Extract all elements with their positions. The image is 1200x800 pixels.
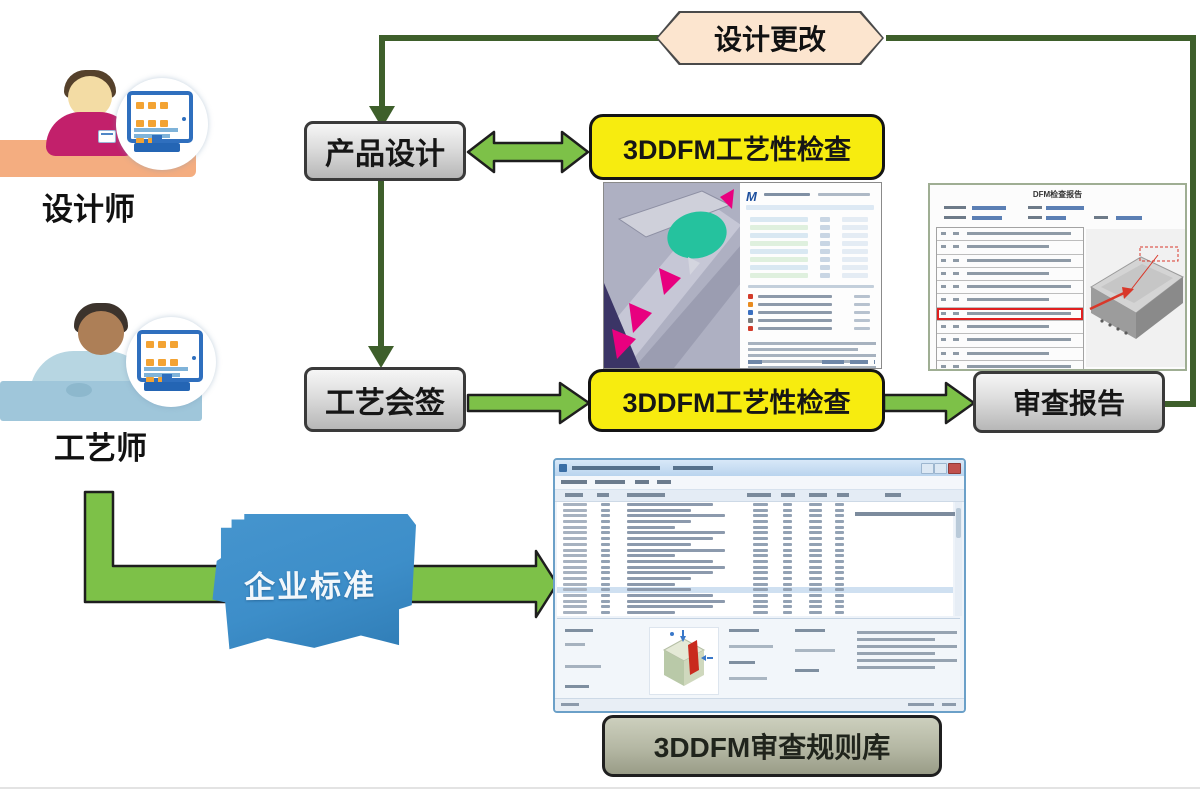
maximize-button: [934, 463, 947, 474]
node-product-design: 产品设计: [304, 121, 466, 181]
rule-library-app-window: [553, 458, 966, 713]
report-table-row: [937, 255, 1083, 268]
cad-dialog-panel: M: [740, 183, 881, 368]
report-title: DFM检查报告: [1032, 190, 1083, 199]
table-column-headers: [555, 490, 964, 502]
report-table-row: [937, 228, 1083, 242]
cad-3d-model: [604, 183, 741, 368]
rule-table-row: [557, 604, 953, 610]
dialog-buttons: [748, 360, 875, 364]
rule-table-row: [557, 570, 953, 576]
node-rule-library: 3DDFM审查规则库: [602, 715, 942, 777]
node-rule-library-label: 3DDFM审查规则库: [653, 732, 891, 763]
vendor-logo: M: [746, 189, 757, 204]
enterprise-standard-label: 企业标准: [243, 567, 377, 605]
arrow-check-to-report: [882, 381, 976, 425]
dialog-result-rows: [750, 217, 874, 281]
rule-table-row: [557, 536, 953, 542]
report-3d-view: [1086, 229, 1185, 367]
node-dfm-check-process: 3DDFM工艺性检查: [588, 369, 885, 432]
rule-table-row: [557, 593, 953, 599]
rule-preview-cube: [649, 627, 719, 695]
rule-table-row: [557, 565, 953, 571]
node-review-report-label: 审查报告: [1012, 388, 1125, 419]
monitor-screen: [137, 330, 203, 384]
engineer-computer-icon: [126, 317, 216, 407]
report-annotation-arrow: [1122, 287, 1134, 299]
rule-table-row: [557, 513, 953, 519]
report-table-row: [937, 334, 1083, 348]
design-change-banner: 设计更改: [656, 11, 884, 65]
rule-table-rows: [557, 502, 953, 616]
dfm-report-screenshot: DFM检查报告: [928, 183, 1187, 371]
designer-illustration: 设计师: [0, 68, 215, 227]
report-table-row: [937, 361, 1083, 369]
report-table-row: [937, 268, 1083, 282]
app-menu-bar: [555, 476, 964, 490]
node-product-design-label: 产品设计: [325, 138, 445, 171]
designer-head: [68, 76, 112, 118]
rule-table-row: [557, 525, 953, 531]
design-change-label: 设计更改: [658, 13, 882, 63]
node-dfm-check-design: 3DDFM工艺性检查: [589, 114, 885, 180]
node-process-countersign-label: 工艺会签: [325, 386, 445, 420]
arrow-countersign-to-check: [466, 381, 591, 425]
report-header-fields: [944, 203, 1172, 223]
engineer-hands: [66, 383, 92, 397]
rule-table-row: [557, 542, 953, 548]
report-table-row: [937, 321, 1083, 335]
rule-description-lines: [857, 627, 957, 673]
report-table-row: [937, 281, 1083, 295]
engineer-label: 工艺师: [54, 431, 147, 466]
app-status-bar: [555, 698, 964, 711]
rule-table-row: [557, 599, 953, 605]
app-icon: [559, 464, 567, 472]
report-table-row: [937, 308, 1083, 322]
engineer-illustration: 工艺师: [0, 303, 220, 466]
rule-table-row: [557, 508, 953, 514]
rule-table-row: [557, 530, 953, 536]
report-highlight-region: [1139, 246, 1179, 262]
node-dfm-check-process-label: 3DDFM工艺性检查: [622, 388, 851, 418]
rule-table-row: [557, 502, 953, 508]
node-review-report: 审查报告: [973, 371, 1165, 433]
report-table-row: [937, 348, 1083, 361]
arrow-design-check-bidirectional: [466, 130, 590, 174]
rule-table-row: [557, 553, 953, 559]
minimize-button: [921, 463, 934, 474]
report-issue-table: [936, 227, 1084, 369]
rule-detail-panel: [557, 618, 960, 701]
report-table-row: [937, 241, 1083, 255]
close-button: [948, 463, 961, 474]
app-title-bar: [555, 460, 964, 476]
designer-computer-icon: [116, 78, 208, 170]
dialog-legend-rows: [748, 293, 876, 333]
rule-table-row: [557, 610, 953, 616]
node-dfm-check-design-label: 3DDFM工艺性检查: [623, 134, 851, 165]
rule-table-row: [557, 587, 953, 593]
arrowhead-to-product-design: [369, 106, 395, 128]
enterprise-standard-doc: 企业标准: [212, 514, 416, 650]
report-table-row: [937, 294, 1083, 308]
rule-table-row: [557, 519, 953, 525]
rule-table-row: [557, 548, 953, 554]
rule-table-row: [557, 582, 953, 588]
vertical-scrollbar: [955, 502, 962, 616]
arrowhead-to-countersign: [368, 346, 394, 368]
table-annotation: [855, 512, 959, 516]
node-process-countersign: 工艺会签: [304, 367, 466, 432]
rule-table-row: [557, 559, 953, 565]
bottom-divider: [0, 787, 1200, 789]
designer-badge: [98, 130, 116, 143]
cad-check-screenshot: M: [603, 182, 882, 369]
rule-table-row: [557, 576, 953, 582]
designer-label: 设计师: [42, 192, 135, 227]
engineer-head: [78, 311, 124, 355]
